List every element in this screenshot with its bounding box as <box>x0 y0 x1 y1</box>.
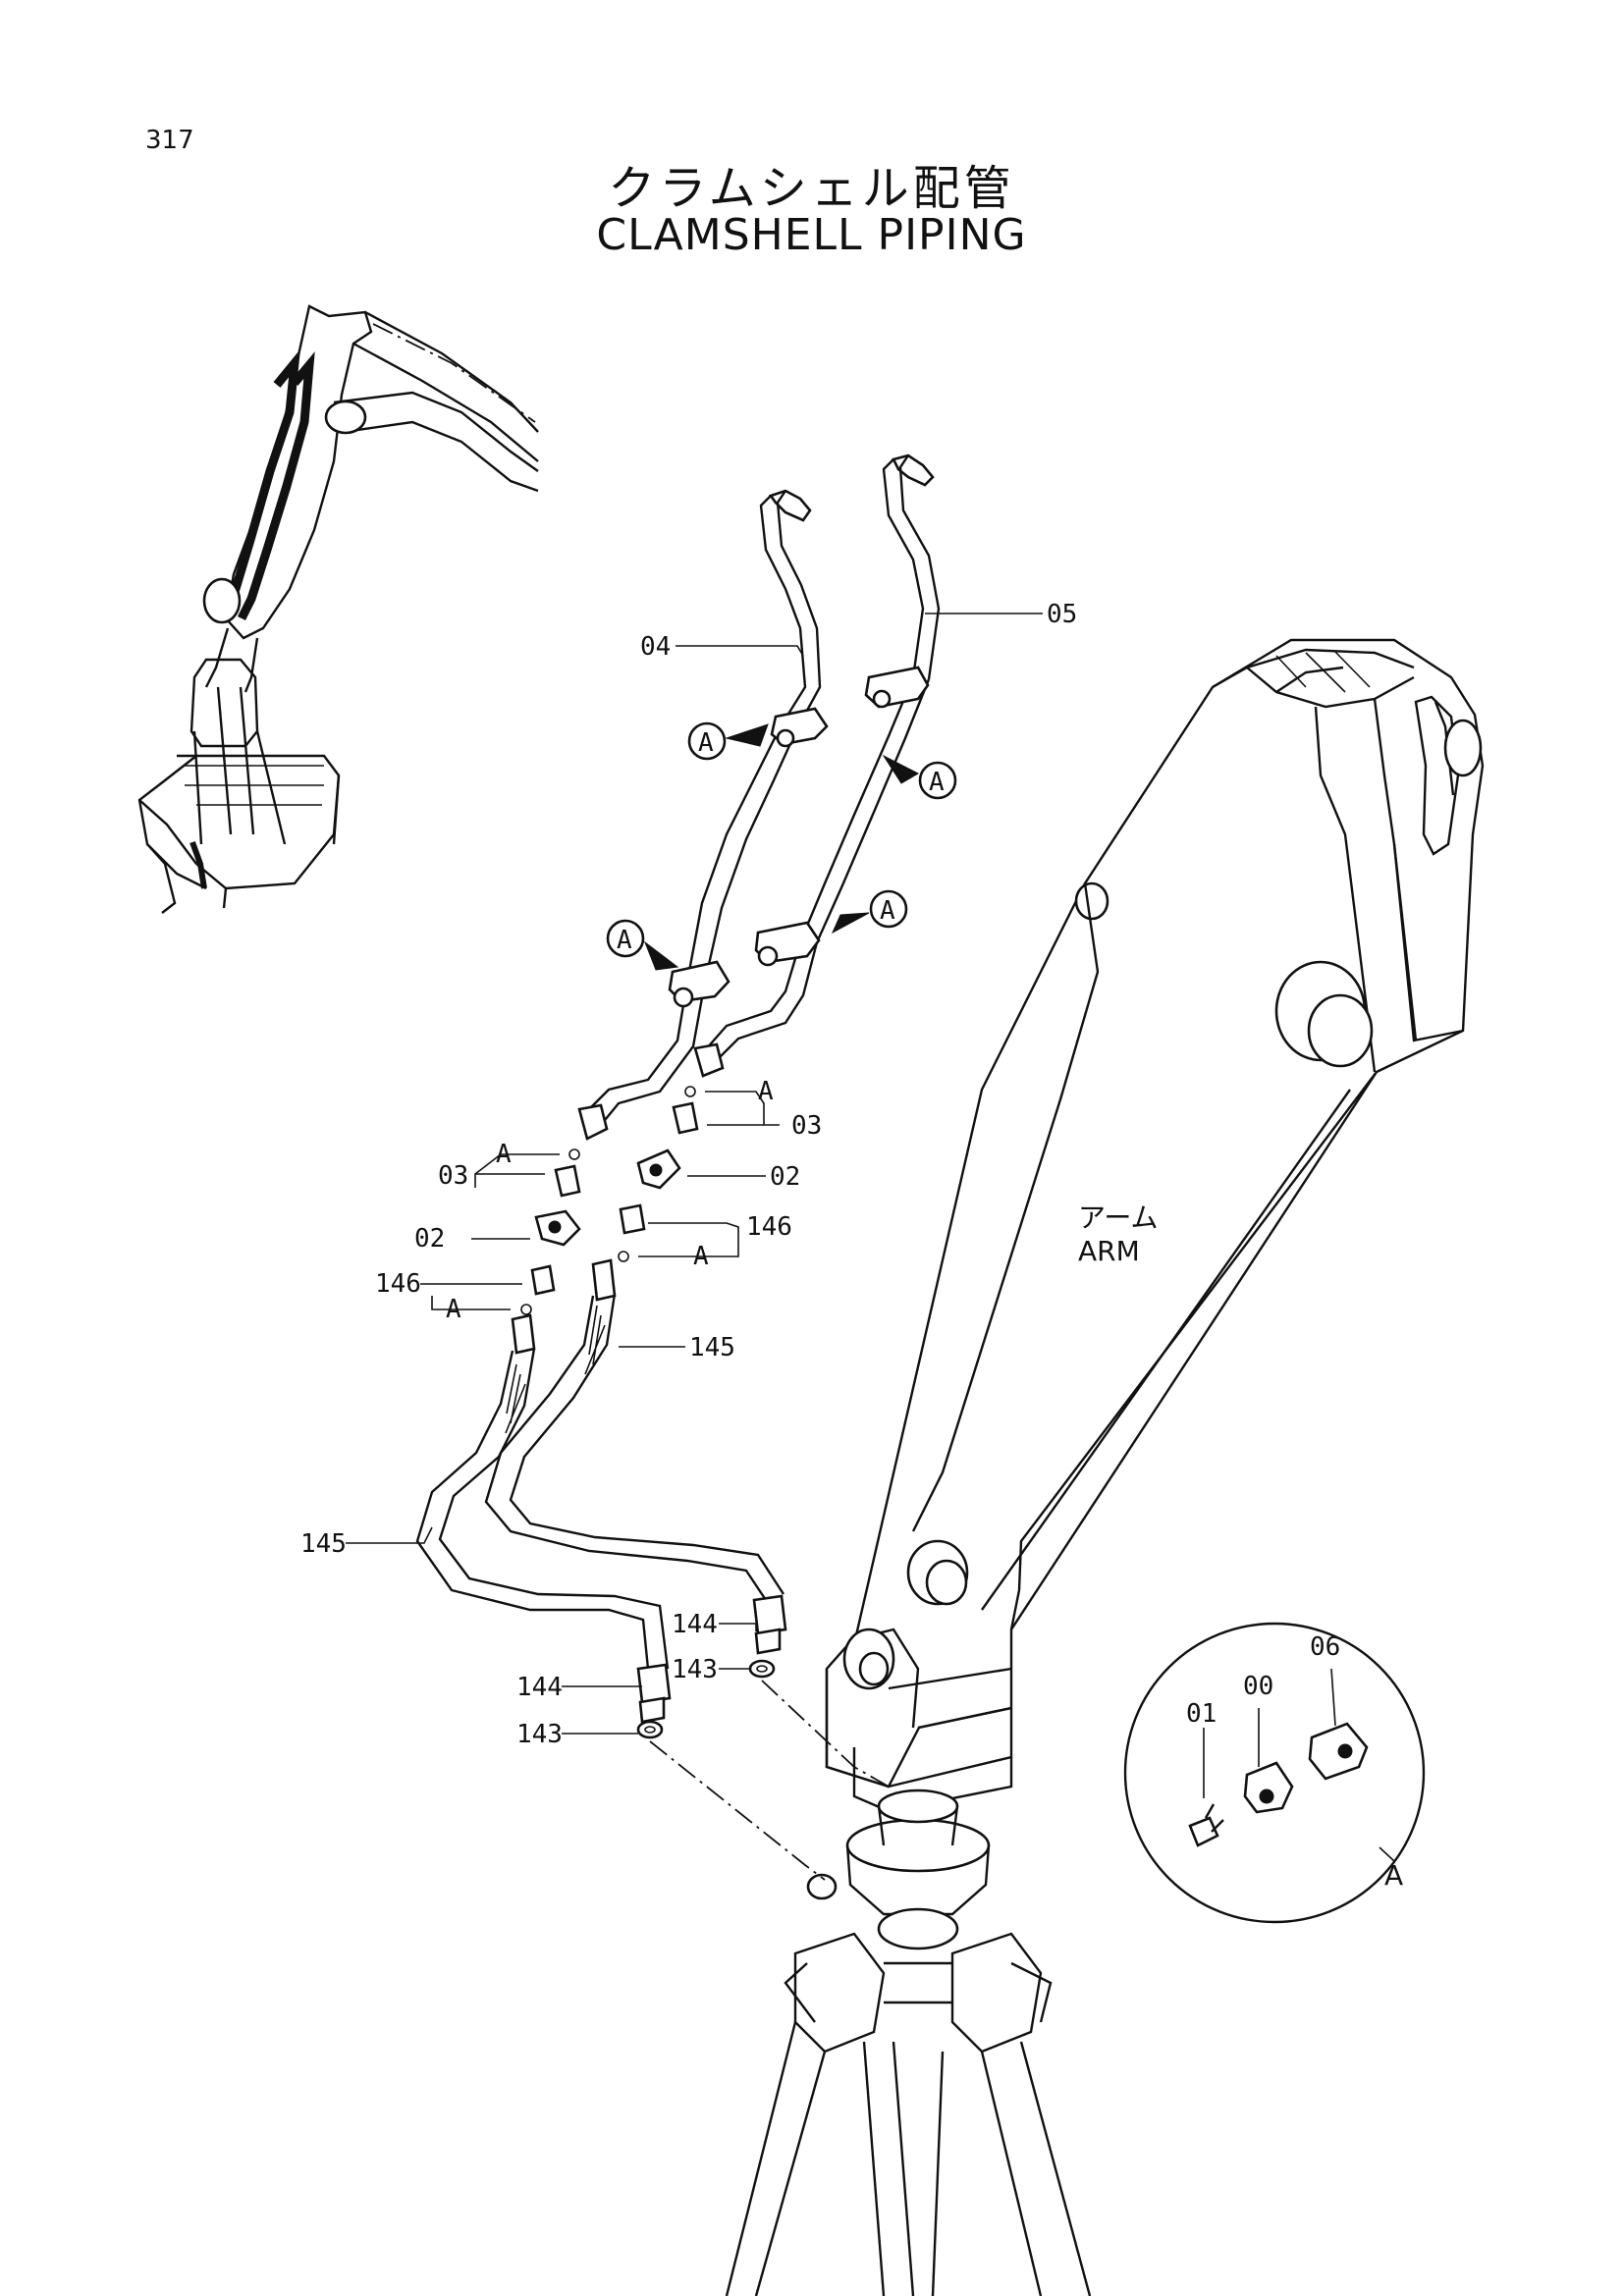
callout-hose-145-left: 145 <box>300 1529 347 1559</box>
callout-detail-bolt-01: 01 <box>1186 1699 1217 1729</box>
callout-hose-145-right: 145 <box>689 1333 735 1362</box>
clamp-marker-1-label: A <box>698 728 714 758</box>
callout-oring-a-top-right: A <box>758 1077 774 1106</box>
callout-elbow-02-left: 02 <box>414 1224 445 1254</box>
arm-label-english: ARM <box>1078 1235 1140 1267</box>
title-english: CLAMSHELL PIPING <box>596 210 1027 260</box>
detail-a-label: A <box>1384 1859 1403 1892</box>
title-japanese: クラムシェル配管 <box>608 161 1015 216</box>
fittings-group <box>520 1086 699 1315</box>
clamp-marker-3-label: A <box>617 926 632 955</box>
clamp-marker-2-label: A <box>929 768 945 797</box>
detail-a-view <box>1123 1622 1426 1924</box>
clamp-marker-3 <box>606 919 645 958</box>
clamp-marker-2 <box>918 761 957 800</box>
callout-elbow-02-right: 02 <box>770 1162 800 1192</box>
callout-pipe-05: 05 <box>1047 600 1077 629</box>
callout-seal-143-right: 143 <box>672 1655 718 1684</box>
clamp-marker-1 <box>687 721 727 761</box>
pipe-04 <box>577 489 829 1141</box>
callout-pipe-04: 04 <box>640 632 671 662</box>
clamp-marker-4 <box>869 889 908 929</box>
callout-adapter-146-right: 146 <box>746 1212 792 1242</box>
callout-seal-143-left: 143 <box>516 1720 563 1749</box>
callout-fitting-144-left: 144 <box>516 1673 563 1702</box>
leader-lines <box>346 613 1043 1735</box>
callout-oring-a-bottom-left: A <box>446 1295 461 1324</box>
callout-fitting-144-right: 144 <box>672 1610 718 1639</box>
callout-adapter-03-right: 03 <box>791 1111 822 1141</box>
clamp-markers <box>606 721 957 971</box>
arm-body-illustration <box>725 638 1485 2296</box>
callout-adapter-146-left: 146 <box>375 1269 421 1299</box>
overview-machine-illustration <box>137 304 539 914</box>
callout-detail-clamp-00: 00 <box>1243 1672 1273 1701</box>
arm-label-japanese: アーム <box>1078 1201 1158 1234</box>
clamp-marker-4-label: A <box>880 896 895 926</box>
pipe-05 <box>693 454 941 1078</box>
callout-adapter-03-left: 03 <box>438 1161 468 1191</box>
hoses-145 <box>415 1258 890 1881</box>
callout-detail-block-06: 06 <box>1310 1632 1340 1662</box>
page-number: 317 <box>145 126 194 155</box>
callout-oring-a-top-left: A <box>496 1140 512 1169</box>
callout-oring-a-bottom-right: A <box>693 1242 709 1271</box>
